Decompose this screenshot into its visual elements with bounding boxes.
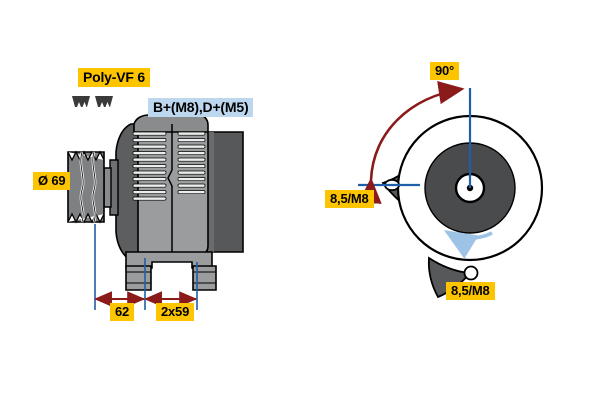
stator-cooling-fins-right bbox=[177, 131, 206, 195]
label-dimension-62: 62 bbox=[110, 303, 135, 321]
label-pulley-diameter: Ø 69 bbox=[33, 172, 71, 190]
front-elevation-view bbox=[358, 81, 544, 299]
label-terminals: B+(M8),D+(M5) bbox=[148, 98, 254, 117]
rotation-direction-arrow bbox=[443, 230, 493, 259]
drive-end-collar bbox=[103, 167, 112, 208]
label-pulley-type: Poly-VF 6 bbox=[78, 68, 150, 87]
side-elevation-view bbox=[67, 96, 244, 310]
alternator-housing-body bbox=[137, 123, 209, 257]
housing-center-seam bbox=[167, 124, 173, 256]
label-mount-bottom: 8,5/M8 bbox=[446, 282, 495, 300]
housing-top-lip bbox=[133, 114, 209, 133]
label-dimension-2x59: 2x59 bbox=[156, 303, 195, 321]
stator-cooling-fins-left bbox=[132, 131, 167, 201]
poly-v-pulley bbox=[67, 150, 105, 224]
label-mount-left: 8,5/M8 bbox=[325, 190, 374, 208]
mounting-foot bbox=[125, 265, 217, 291]
belt-profile-icon bbox=[72, 96, 113, 107]
lower-mount-bolt-hole-actual bbox=[463, 265, 479, 281]
slip-ring-end-cover-highlight bbox=[208, 132, 214, 252]
angle-arc-90 bbox=[358, 81, 465, 204]
label-angle-90: 90° bbox=[430, 62, 460, 80]
